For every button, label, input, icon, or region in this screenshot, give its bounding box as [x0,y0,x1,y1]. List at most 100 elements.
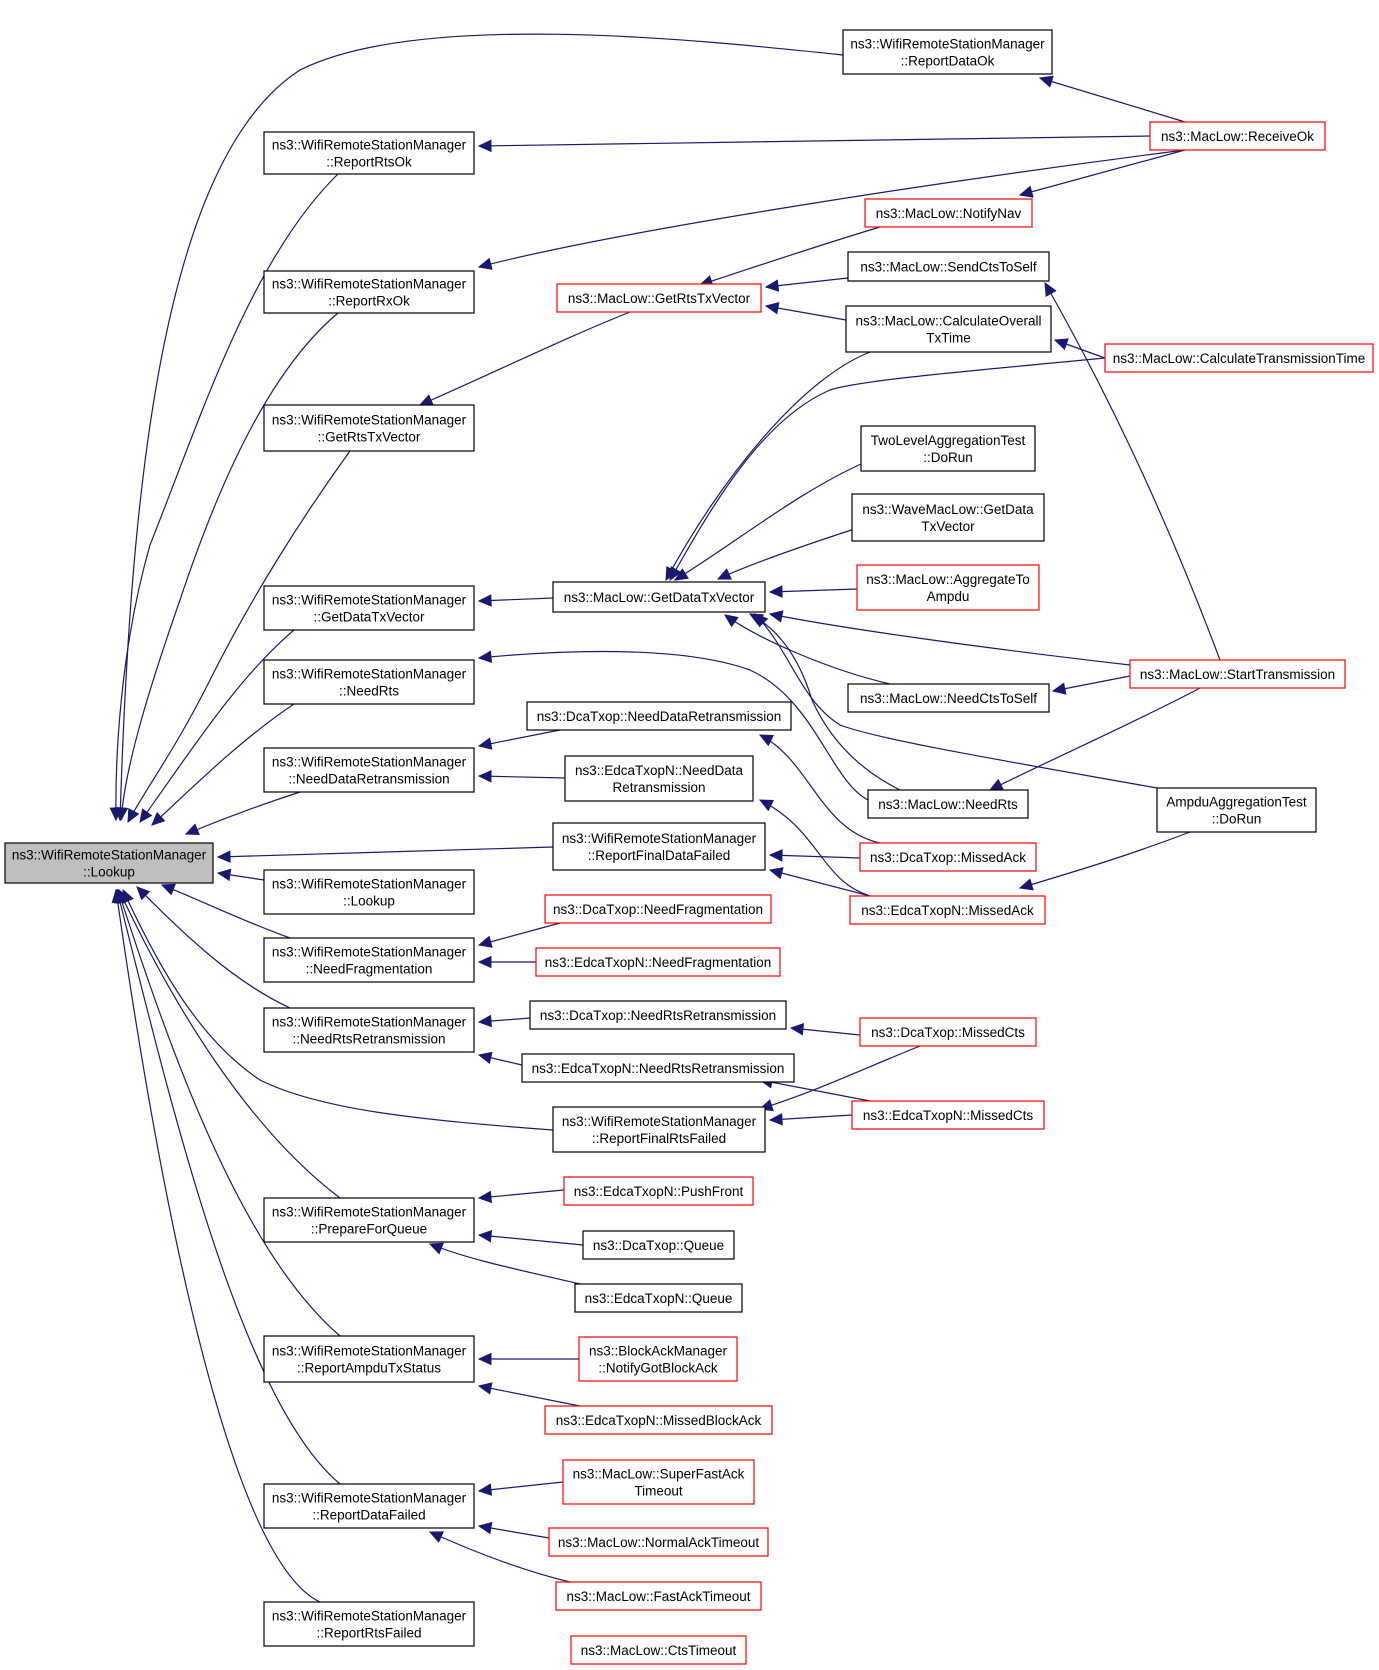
node-label: TxTime [926,331,971,346]
node-n9[interactable]: ns3::WifiRemoteStationManager::NeedRtsRe… [263,1007,475,1053]
node-n6[interactable]: ns3::WifiRemoteStationManager::NeedDataR… [263,747,475,793]
node-label: ns3::WifiRemoteStationManager [272,593,467,608]
node-n44[interactable]: ns3::DcaTxop::MissedCts [859,1017,1037,1047]
node-n12[interactable]: ns3::WifiRemoteStationManager::ReportDat… [263,1483,475,1529]
node-n7[interactable]: ns3::WifiRemoteStationManager::Lookup [263,869,475,915]
arrowhead-icon [754,613,769,628]
node-n3[interactable]: ns3::WifiRemoteStationManager::GetRtsTxV… [263,404,475,452]
node-label: ns3::WifiRemoteStationManager [272,277,467,292]
edge-line [478,775,566,779]
arrowhead-icon [724,614,739,628]
edge-n18-to-n6 [477,770,566,783]
node-n22[interactable]: ns3::DcaTxop::NeedRtsRetransmission [529,1000,787,1030]
node-n1[interactable]: ns3::WifiRemoteStationManager::ReportRts… [263,131,475,175]
node-n17[interactable]: ns3::DcaTxop::NeedDataRetransmission [526,701,792,731]
node-n40[interactable]: ns3::MacLow::NeedCtsToSelf [847,683,1050,713]
node-n5[interactable]: ns3::WifiRemoteStationManager::NeedRts [263,659,475,705]
arrowhead-icon [1038,75,1054,88]
node-n32[interactable]: ns3::MacLow::FastAckTimeout [555,1581,762,1611]
arrowhead-icon [477,257,493,270]
edge-n43-to-n19 [768,867,871,897]
node-label: ns3::WifiRemoteStationManager [272,945,467,960]
node-n2[interactable]: ns3::WifiRemoteStationManager::ReportRxO… [263,270,475,314]
node-n29[interactable]: ns3::EdcaTxopN::MissedBlockAck [544,1405,773,1435]
node-n0[interactable]: ns3::WifiRemoteStationManager::Lookup [4,842,214,884]
edge-line [478,729,561,747]
edge-n39-to-n16 [768,585,858,598]
node-n49[interactable]: AmpduAggregationTest::DoRun [1156,787,1317,833]
node-n47[interactable]: ns3::MacLow::CalculateTransmissionTime [1104,343,1374,373]
node-box [1149,121,1326,151]
node-n42[interactable]: ns3::DcaTxop::MissedAck [859,842,1037,872]
node-n13[interactable]: ns3::WifiRemoteStationManager::ReportRts… [263,1601,475,1647]
node-n25[interactable]: ns3::EdcaTxopN::PushFront [563,1176,754,1206]
node-box [552,822,766,871]
node-label: ns3::MacLow::SendCtsToSelf [860,260,1037,275]
node-label: ns3::WifiRemoteStationManager [272,1491,467,1506]
edge-n8-to-n0 [160,883,291,939]
node-label: ::NeedRts [339,684,399,699]
node-n14[interactable]: ns3::WifiRemoteStationManager::ReportDat… [842,29,1053,75]
node-n43[interactable]: ns3::EdcaTxopN::MissedAck [849,895,1046,925]
node-n24[interactable]: ns3::WifiRemoteStationManager::ReportFin… [552,1106,766,1153]
edge-line [478,1481,564,1492]
edge-line [1044,282,1221,661]
node-n19[interactable]: ns3::WifiRemoteStationManager::ReportFin… [552,822,766,871]
edge-line [478,650,869,801]
node-box [263,1601,475,1647]
node-n48[interactable]: ns3::MacLow::StartTransmission [1129,659,1346,689]
edge-n41-to-n5 [477,650,869,801]
node-n20[interactable]: ns3::DcaTxop::NeedFragmentation [544,894,772,924]
arrowhead-icon [1044,281,1057,297]
node-n45[interactable]: ns3::EdcaTxopN::MissedCts [851,1100,1045,1130]
edge-n46-to-n34 [1018,149,1186,198]
node-box [263,1007,475,1053]
node-n10[interactable]: ns3::WifiRemoteStationManager::PrepareFo… [263,1197,475,1243]
edge-n3-to-n0 [127,450,351,824]
edge-line [478,1385,581,1407]
node-label: ::DoRun [1212,812,1262,827]
node-label: ::PrepareForQueue [311,1222,427,1237]
node-n23[interactable]: ns3::EdcaTxopN::NeedRtsRetransmission [521,1053,795,1083]
edge-n25-to-n10 [477,1189,565,1204]
arrowhead-icon [477,1051,493,1064]
arrowhead-icon [477,1229,493,1243]
node-n41[interactable]: ns3::MacLow::NeedRts [867,789,1029,819]
node-n11[interactable]: ns3::WifiRemoteStationManager::ReportAmp… [263,1335,475,1383]
edge-line [769,869,871,897]
node-n34[interactable]: ns3::MacLow::NotifyNav [864,198,1033,228]
edge-line [136,886,291,1009]
node-n15[interactable]: ns3::MacLow::GetRtsTxVector [556,283,762,313]
node-n38[interactable]: ns3::WaveMacLow::GetDataTxVector [851,493,1045,542]
node-n16[interactable]: ns3::MacLow::GetDataTxVector [552,581,766,613]
node-n46[interactable]: ns3::MacLow::ReceiveOk [1149,121,1326,151]
arrowhead-icon [477,1483,493,1496]
arrowhead-icon [477,1352,492,1366]
node-n27[interactable]: ns3::EdcaTxopN::Queue [574,1283,743,1313]
node-box [263,404,475,452]
node-n28[interactable]: ns3::BlockAckManager::NotifyGotBlockAck [578,1336,738,1382]
arrowhead-icon [789,1023,805,1036]
node-label: ns3::WifiRemoteStationManager [272,1609,467,1624]
node-label: ns3::WifiRemoteStationManager [562,1114,757,1129]
edge-line [115,173,339,821]
node-n21[interactable]: ns3::EdcaTxopN::NeedFragmentation [535,947,781,977]
edge-n23-to-n9 [477,1051,523,1066]
node-box [555,1581,762,1611]
node-box [263,1197,475,1243]
node-n18[interactable]: ns3::EdcaTxopN::NeedDataRetransmission [564,755,754,802]
node-label: ns3::WifiRemoteStationManager [272,1015,467,1030]
node-n26[interactable]: ns3::DcaTxop::Queue [582,1230,735,1260]
arrowhead-icon [477,1521,493,1535]
node-n8[interactable]: ns3::WifiRemoteStationManager::NeedFragm… [263,937,475,983]
node-n33[interactable]: ns3::MacLow::CtsTimeout [570,1635,747,1665]
node-n31[interactable]: ns3::MacLow::NormalAckTimeout [548,1527,769,1557]
node-n4[interactable]: ns3::WifiRemoteStationManager::GetDataTx… [263,585,475,631]
node-label: ns3::EdcaTxopN::NeedRtsRetransmission [532,1061,785,1076]
node-n37[interactable]: TwoLevelAggregationTest::DoRun [860,425,1036,472]
node-n35[interactable]: ns3::MacLow::SendCtsToSelf [847,251,1050,282]
edge-n28-to-n11 [477,1352,579,1366]
